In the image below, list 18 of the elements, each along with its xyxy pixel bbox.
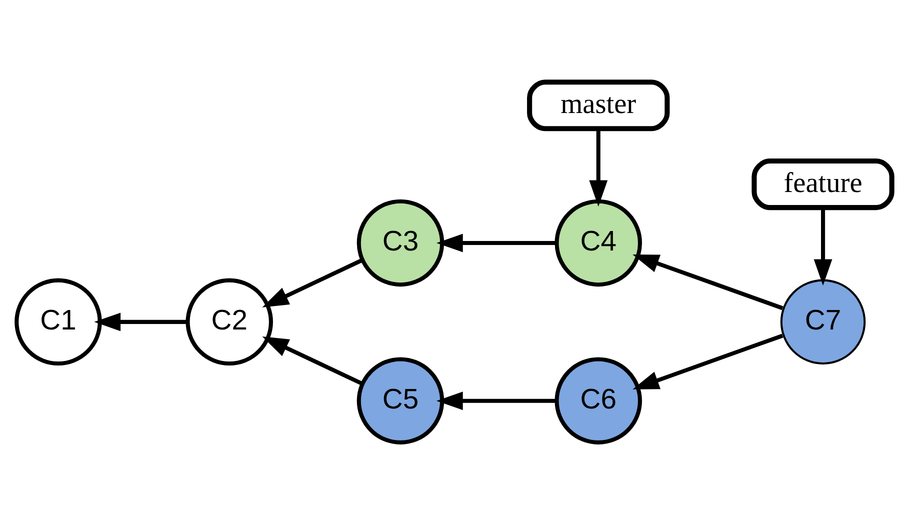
arrow xyxy=(262,336,362,385)
node-circle: C6 xyxy=(554,356,642,444)
node-circle: C2 xyxy=(186,278,273,366)
node-circle: C4 xyxy=(554,198,642,286)
arrow xyxy=(436,391,556,410)
arrow xyxy=(589,128,608,206)
arrow xyxy=(94,312,187,331)
arrow xyxy=(632,254,784,310)
node-circle: C1 xyxy=(14,278,102,366)
node-circle: C5 xyxy=(356,356,444,444)
arrow xyxy=(262,258,362,307)
node-circle: C3 xyxy=(356,198,444,286)
arrow xyxy=(814,208,832,286)
node-circle: C7 xyxy=(780,278,866,364)
arrow xyxy=(632,333,784,389)
node-box: master xyxy=(527,79,670,131)
arrow xyxy=(436,233,556,252)
node-box: feature xyxy=(752,158,894,210)
